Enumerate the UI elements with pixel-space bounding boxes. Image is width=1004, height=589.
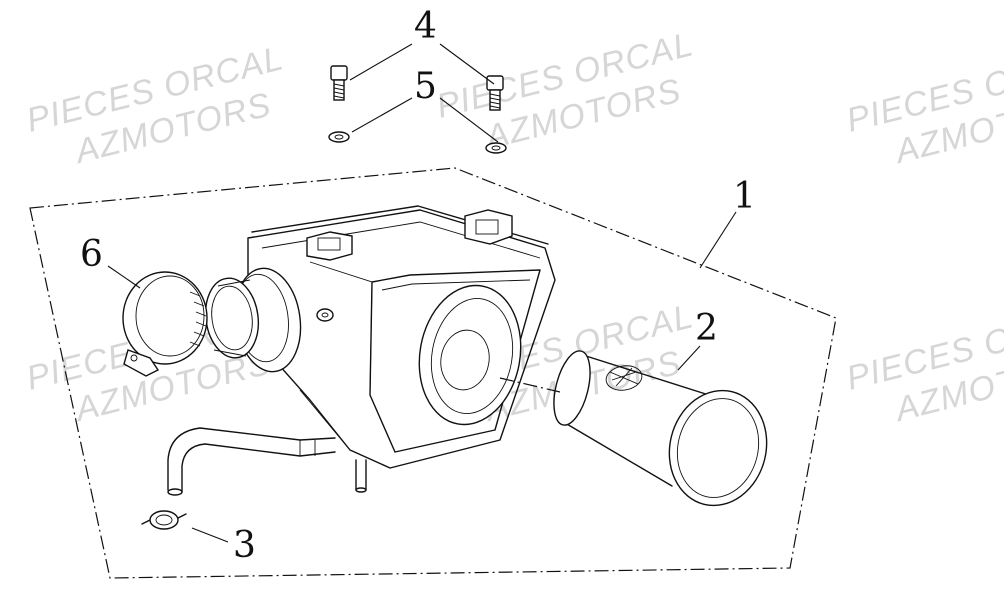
hose-clamp-icon (122, 271, 208, 377)
filter-element-icon (553, 350, 768, 507)
callout-number: 4 (414, 6, 437, 47)
assembly-boundary (29, 167, 837, 579)
callout-labels: 1 2 3 4 5 6 (80, 6, 756, 566)
bolt-icon (330, 65, 348, 101)
callout-number: 3 (233, 525, 256, 566)
washer-icon (485, 142, 507, 154)
callout-number: 2 (695, 308, 718, 349)
leader-lines (107, 43, 737, 543)
bolt-icon (486, 75, 504, 111)
hose-clip-icon (141, 510, 187, 530)
callout-number: 5 (414, 66, 437, 107)
callout-number: 6 (80, 234, 103, 275)
airbox-icon (167, 205, 556, 496)
callout-number: 1 (733, 176, 756, 217)
washer-icon (328, 131, 350, 143)
